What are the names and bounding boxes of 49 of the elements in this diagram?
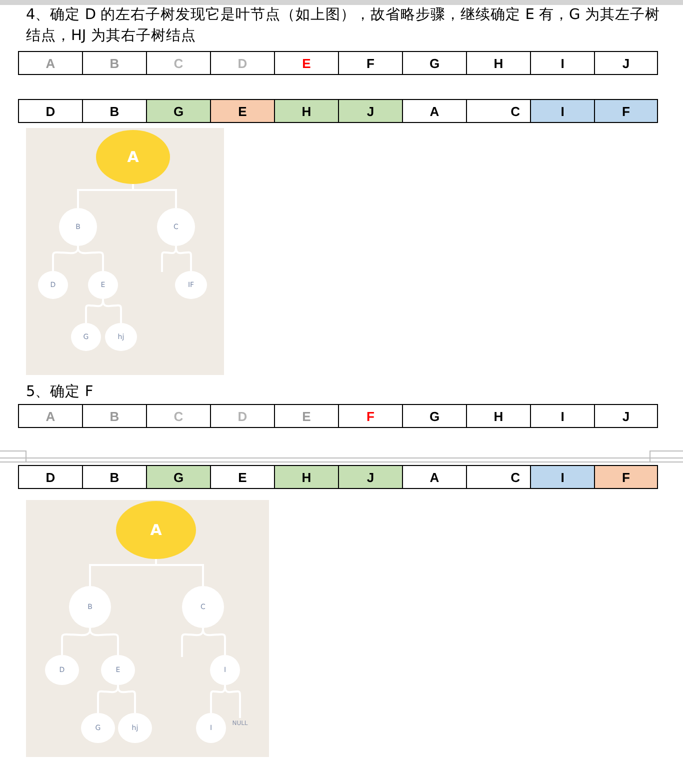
table-cell: C [146,404,211,428]
table-cell: C [466,99,531,123]
table-cell: G [402,404,467,428]
table-cell: D [210,404,275,428]
table-cell: J [338,99,403,123]
table-cell: C [146,51,211,75]
tree-connector [117,685,136,713]
table-cell: A [402,465,467,489]
tree-connector [77,246,104,271]
table-cell: B [82,404,147,428]
table-cell: B [82,99,147,123]
table-cell: E [210,99,275,123]
paragraph: 5、确定 F [26,382,94,402]
table-cell: G [146,465,211,489]
table-cell: D [18,465,83,489]
table-cell: J [594,51,658,75]
table-cell: A [402,99,467,123]
table-cell: I [530,465,595,489]
table-cell: F [594,465,658,489]
table-cell: B [82,465,147,489]
table-cell: F [594,99,658,123]
table-cell: F [338,404,403,428]
tree-connector [102,299,122,323]
table-cell: D [18,99,83,123]
table-cell: J [594,404,658,428]
table-cell: I [530,99,595,123]
table-cell: C [466,465,531,489]
table-cell: H [466,404,531,428]
tree-connector [202,628,226,655]
table-cell: H [466,51,531,75]
table-cell: I [530,404,595,428]
table-cell: J [338,465,403,489]
tree-connector [89,628,119,655]
table-cell: B [82,51,147,75]
table-cell: E [210,465,275,489]
table-cell: H [274,465,339,489]
table-cell: E [274,404,339,428]
table-cell: A [18,51,83,75]
tree-connector [175,246,192,271]
table-cell: H [274,99,339,123]
table-cell: A [18,404,83,428]
table-cell: I [530,51,595,75]
table-cell: G [402,51,467,75]
table-cell: E [274,51,339,75]
tree-connector [224,685,241,718]
table-cell: F [338,51,403,75]
paragraph: 4、确定 D 的左右子树发现它是叶节点（如上图），故省略步骤，继续确定 E 有，G 为其左子树结点，HJ 为其右子树结点 [26,6,661,46]
table-cell: D [210,51,275,75]
table-cell: G [146,99,211,123]
